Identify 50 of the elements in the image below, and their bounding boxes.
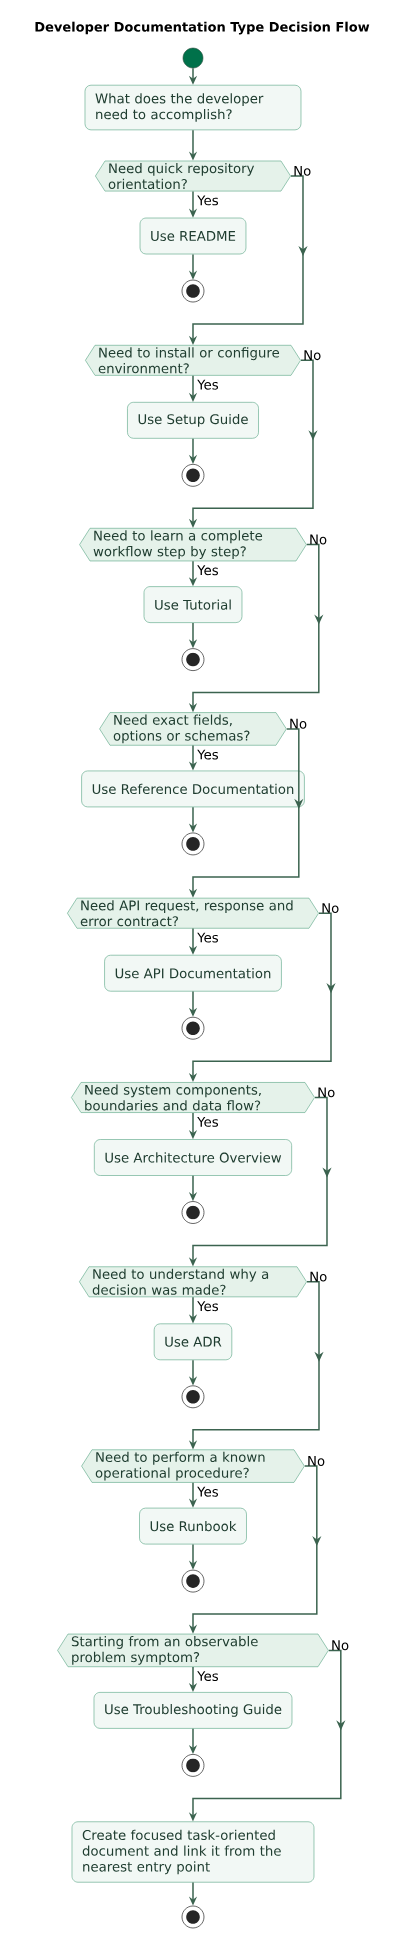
edge-label: Yes — [196, 1115, 220, 1128]
decision-hexagon: Need to perform a known operational procedure? — [81, 1449, 305, 1483]
action-box: Use Architecture Overview — [94, 1139, 292, 1176]
action-box: Create focused task-oriented document and link it from the nearest entry point — [71, 1821, 315, 1883]
edge-label: Yes — [196, 1485, 220, 1498]
edge-label: Yes — [196, 378, 220, 391]
edge-label: No — [322, 903, 339, 913]
start-circle — [182, 47, 204, 69]
action-box: Use Reference Documentation — [81, 770, 305, 808]
action-box: Use ADR — [153, 1323, 233, 1361]
edge-label: No — [310, 1271, 327, 1282]
end-circle — [181, 648, 205, 671]
action-box: What does the developer need to accomplish? — [84, 84, 302, 131]
edge-label: Yes — [196, 1300, 220, 1313]
action-box: Use API Documentation — [104, 954, 282, 992]
decision-hexagon: Need to understand why a decision was made? — [79, 1266, 307, 1298]
end-circle — [181, 1016, 205, 1040]
edge-label: No — [294, 165, 311, 176]
action-box: Use Setup Guide — [127, 401, 259, 439]
end-circle — [181, 1385, 205, 1409]
action-box: Use README — [139, 217, 247, 255]
edge-label: No — [310, 534, 327, 545]
action-box: Use Troubleshooting Guide — [93, 1692, 293, 1729]
diagram-title: Developer Documentation Type Decision Flow — [35, 21, 370, 35]
decision-hexagon: Need API request, response and error contract? — [67, 897, 319, 929]
edge-label: Yes — [196, 194, 220, 207]
decision-hexagon: Need to install or configure environment? — [85, 344, 301, 376]
end-circle — [181, 1201, 205, 1224]
edge-label: Yes — [196, 931, 220, 944]
end-circle — [181, 1754, 205, 1777]
decision-hexagon: Need to learn a complete workflow step by step? — [79, 527, 307, 562]
edge-label: No — [304, 350, 321, 361]
edge-label: No — [318, 1087, 335, 1098]
edge-label: Yes — [196, 1670, 220, 1682]
end-circle — [181, 832, 205, 856]
end-circle — [181, 1569, 205, 1593]
action-box: Use Tutorial — [143, 586, 243, 623]
edge-label: Yes — [196, 564, 220, 577]
end-circle — [181, 463, 205, 487]
action-box: Use Runbook — [139, 1507, 247, 1545]
decision-hexagon: Need exact fields, options or schemas? — [99, 712, 287, 746]
edge-label: Yes — [196, 748, 220, 761]
edge-label: No — [308, 1456, 325, 1466]
decision-hexagon: Need quick repository orientation? — [95, 160, 291, 192]
end-circle — [181, 1905, 205, 1929]
decision-hexagon: Need system components, boundaries and data flow? — [71, 1082, 315, 1113]
edge-label: No — [332, 1640, 349, 1651]
decision-hexagon: Starting from an observable problem symptom? — [57, 1633, 329, 1668]
edge-label: No — [290, 718, 307, 729]
end-circle — [181, 279, 205, 303]
